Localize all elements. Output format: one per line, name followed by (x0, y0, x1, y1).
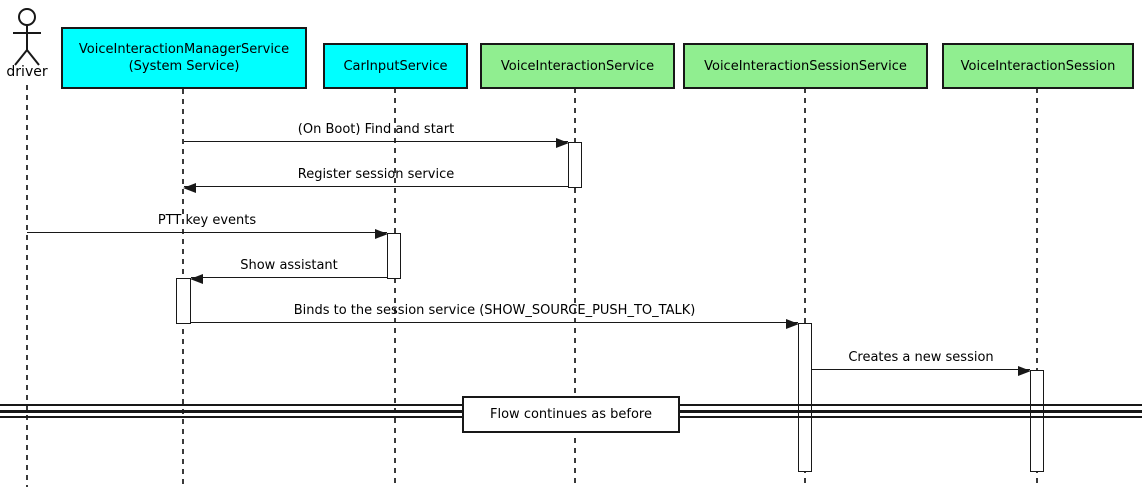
message-ptt-key-events: PTT key events (27, 213, 388, 239)
divider-label: Flow continues as before (490, 407, 652, 422)
activation-car-input-service (387, 233, 401, 279)
participant-label: VoiceInteractionSession (960, 58, 1116, 74)
lifeline-car-input-service (394, 88, 396, 487)
actor-label: driver (6, 64, 48, 80)
arrowhead-left-icon (183, 182, 196, 193)
message-label: Register session service (297, 167, 455, 182)
participant-voice-interaction-session-service: VoiceInteractionSessionService (683, 43, 928, 89)
lifeline-voice-interaction-service (574, 88, 576, 487)
activation-voice-interaction-manager-service (176, 278, 191, 324)
participant-car-input-service: CarInputService (323, 43, 468, 89)
lifeline-voice-interaction-session (1036, 88, 1038, 487)
participant-label: VoiceInteractionManagerService (78, 42, 290, 57)
arrowhead-right-icon (375, 228, 388, 239)
message-creates-new-session: Creates a new session (812, 350, 1031, 376)
message-label: PTT key events (157, 213, 257, 228)
activation-voice-interaction-session-service (798, 323, 812, 472)
arrowhead-left-icon (190, 273, 203, 284)
participant-label: VoiceInteractionSessionService (704, 58, 907, 74)
participant-label: VoiceInteractionService (500, 58, 655, 74)
lifeline-voice-interaction-session-service (804, 88, 806, 487)
actor-icon (13, 8, 41, 66)
arrowhead-right-icon (556, 137, 569, 148)
participant-sublabel: (System Service) (128, 59, 240, 74)
activation-voice-interaction-service (568, 142, 582, 188)
lifeline-driver (26, 85, 28, 487)
participant-label: CarInputService (343, 58, 448, 74)
activation-voice-interaction-session (1030, 370, 1044, 472)
message-show-assistant: Show assistant (190, 258, 387, 284)
message-binds-to-session-service: Binds to the session service (SHOW_SOURC… (191, 303, 799, 329)
message-label: Binds to the session service (SHOW_SOURC… (293, 303, 696, 318)
participant-voice-interaction-session: VoiceInteractionSession (942, 43, 1134, 89)
arrowhead-right-icon (786, 318, 799, 329)
message-on-boot-find-and-start: (On Boot) Find and start (184, 122, 569, 148)
message-register-session-service: Register session service (183, 167, 568, 193)
arrowhead-right-icon (1018, 365, 1031, 376)
message-label: (On Boot) Find and start (297, 122, 455, 137)
divider-label-box: Flow continues as before (462, 396, 680, 433)
message-label: Show assistant (240, 258, 338, 273)
message-label: Creates a new session (848, 350, 994, 365)
participant-voice-interaction-manager-service: VoiceInteractionManagerService (System S… (61, 27, 307, 89)
participant-voice-interaction-service: VoiceInteractionService (480, 43, 675, 89)
